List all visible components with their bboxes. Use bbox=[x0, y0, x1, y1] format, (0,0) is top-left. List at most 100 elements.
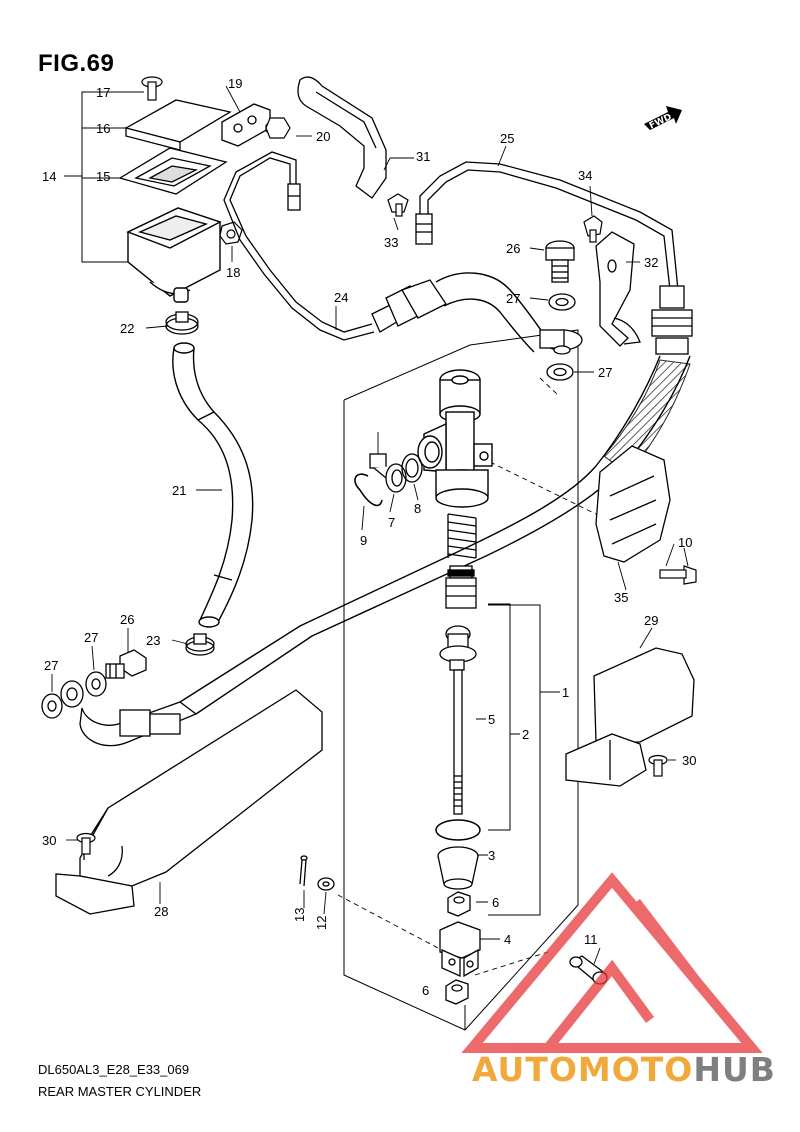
assembly-outline bbox=[343, 329, 579, 1031]
svg-text:FWD: FWD bbox=[648, 112, 674, 131]
guide-31 bbox=[297, 76, 387, 199]
washer-27-upper bbox=[548, 293, 576, 311]
bolt-33 bbox=[387, 193, 409, 217]
bolt-18 bbox=[219, 221, 243, 245]
bolt-20 bbox=[265, 117, 291, 139]
reservoir-diaphragm bbox=[118, 147, 228, 195]
clevis-4 bbox=[439, 921, 481, 978]
cover-29 bbox=[565, 647, 695, 787]
callout-17: 17 bbox=[96, 85, 110, 100]
washer-27-left-a bbox=[85, 671, 107, 697]
watermark-part-1: AUTOMOTO bbox=[472, 1050, 694, 1089]
callout-15: 15 bbox=[96, 169, 110, 184]
callout-28: 28 bbox=[154, 904, 168, 919]
callout-23: 23 bbox=[146, 633, 160, 648]
callout-leaders bbox=[51, 85, 689, 965]
callout-20: 20 bbox=[316, 129, 330, 144]
nut-6-lower bbox=[445, 979, 469, 1005]
callout-32: 32 bbox=[644, 255, 658, 270]
watermark-logo-icon bbox=[461, 872, 763, 1053]
banjo-fitting bbox=[539, 329, 583, 355]
circlip bbox=[435, 819, 481, 841]
nut-6-upper bbox=[447, 891, 471, 917]
cotter-pin bbox=[299, 855, 308, 887]
washer-27-left-b bbox=[60, 680, 84, 708]
o-ring-8 bbox=[401, 453, 423, 483]
reservoir-cap bbox=[124, 99, 232, 151]
boot-3 bbox=[437, 846, 479, 890]
union-bolt-upper bbox=[545, 240, 575, 283]
callout-7: 7 bbox=[388, 515, 395, 530]
callout-33: 33 bbox=[384, 235, 398, 250]
watermark-part-2: HUB bbox=[693, 1050, 776, 1089]
callout-27-mid: 27 bbox=[598, 365, 612, 380]
piston bbox=[445, 565, 477, 609]
callout-8: 8 bbox=[414, 501, 421, 516]
callout-30-left: 30 bbox=[42, 833, 56, 848]
reservoir-hose bbox=[172, 342, 254, 628]
dashed-leaders bbox=[337, 377, 609, 976]
callout-numbers: 17 16 14 15 19 20 18 22 21 23 24 25 31 3… bbox=[42, 76, 696, 998]
callout-24: 24 bbox=[334, 290, 348, 305]
callout-35: 35 bbox=[614, 590, 628, 605]
washer-12 bbox=[317, 877, 335, 891]
section-title: REAR MASTER CYLINDER bbox=[38, 1084, 202, 1099]
bolt-34 bbox=[583, 215, 603, 243]
callout-19: 19 bbox=[228, 76, 242, 91]
cover-28 bbox=[55, 689, 323, 915]
callout-12: 12 bbox=[314, 916, 329, 930]
bolt-10 bbox=[659, 565, 697, 585]
pipe-fitting bbox=[371, 279, 447, 333]
hose-lower-end bbox=[79, 701, 198, 747]
pipe-25-fitting bbox=[651, 285, 693, 355]
screw-30-right bbox=[648, 754, 668, 777]
callout-21: 21 bbox=[172, 483, 186, 498]
callout-6-lower: 6 bbox=[422, 983, 429, 998]
callout-6-upper: 6 bbox=[492, 895, 499, 910]
callout-29: 29 bbox=[644, 613, 658, 628]
brake-pipe-24 bbox=[223, 151, 375, 341]
callout-14: 14 bbox=[42, 169, 56, 184]
connector-7 bbox=[369, 453, 407, 493]
callout-22: 22 bbox=[120, 321, 134, 336]
callout-1: 1 bbox=[562, 685, 569, 700]
union-bolt-lower bbox=[105, 649, 147, 679]
callout-25: 25 bbox=[500, 131, 514, 146]
reservoir-body bbox=[126, 207, 222, 303]
callout-27-upper: 27 bbox=[506, 291, 520, 306]
clamp-22 bbox=[165, 311, 199, 335]
snap-ring-9 bbox=[354, 473, 383, 507]
callout-27-lower-b: 27 bbox=[44, 658, 58, 673]
bracket-32 bbox=[595, 231, 641, 347]
reservoir-bracket bbox=[221, 103, 271, 147]
callout-27-lower-a: 27 bbox=[84, 630, 98, 645]
callout-34: 34 bbox=[578, 168, 592, 183]
protector-35 bbox=[595, 445, 671, 563]
callout-3: 3 bbox=[488, 848, 495, 863]
brake-pipe-25 bbox=[415, 161, 679, 291]
washer-27-left-c bbox=[41, 693, 63, 719]
return-spring bbox=[447, 513, 477, 559]
callout-10: 10 bbox=[678, 535, 692, 550]
callout-13: 13 bbox=[292, 908, 307, 922]
callout-9: 9 bbox=[360, 533, 367, 548]
callout-30-right: 30 bbox=[682, 753, 696, 768]
callout-4: 4 bbox=[504, 932, 511, 947]
fwd-arrow-icon: FWD bbox=[644, 106, 682, 131]
callout-5: 5 bbox=[488, 712, 495, 727]
clamp-23 bbox=[185, 633, 215, 656]
callout-11: 11 bbox=[584, 932, 598, 947]
watermark-wordmark: AUTOMOTOHUB bbox=[472, 1050, 776, 1089]
push-rod bbox=[439, 625, 477, 815]
brake-hose-24 bbox=[435, 272, 551, 353]
callout-16: 16 bbox=[96, 121, 110, 136]
callout-31: 31 bbox=[416, 149, 430, 164]
master-cylinder-body bbox=[417, 369, 493, 508]
model-code: DL650AL3_E28_E33_069 bbox=[38, 1062, 190, 1077]
bracket-14 bbox=[64, 91, 144, 263]
reservoir-cap-screw bbox=[141, 76, 163, 101]
washer-27-lower bbox=[546, 363, 574, 381]
callout-18: 18 bbox=[226, 265, 240, 280]
callout-26-upper: 26 bbox=[506, 241, 520, 256]
